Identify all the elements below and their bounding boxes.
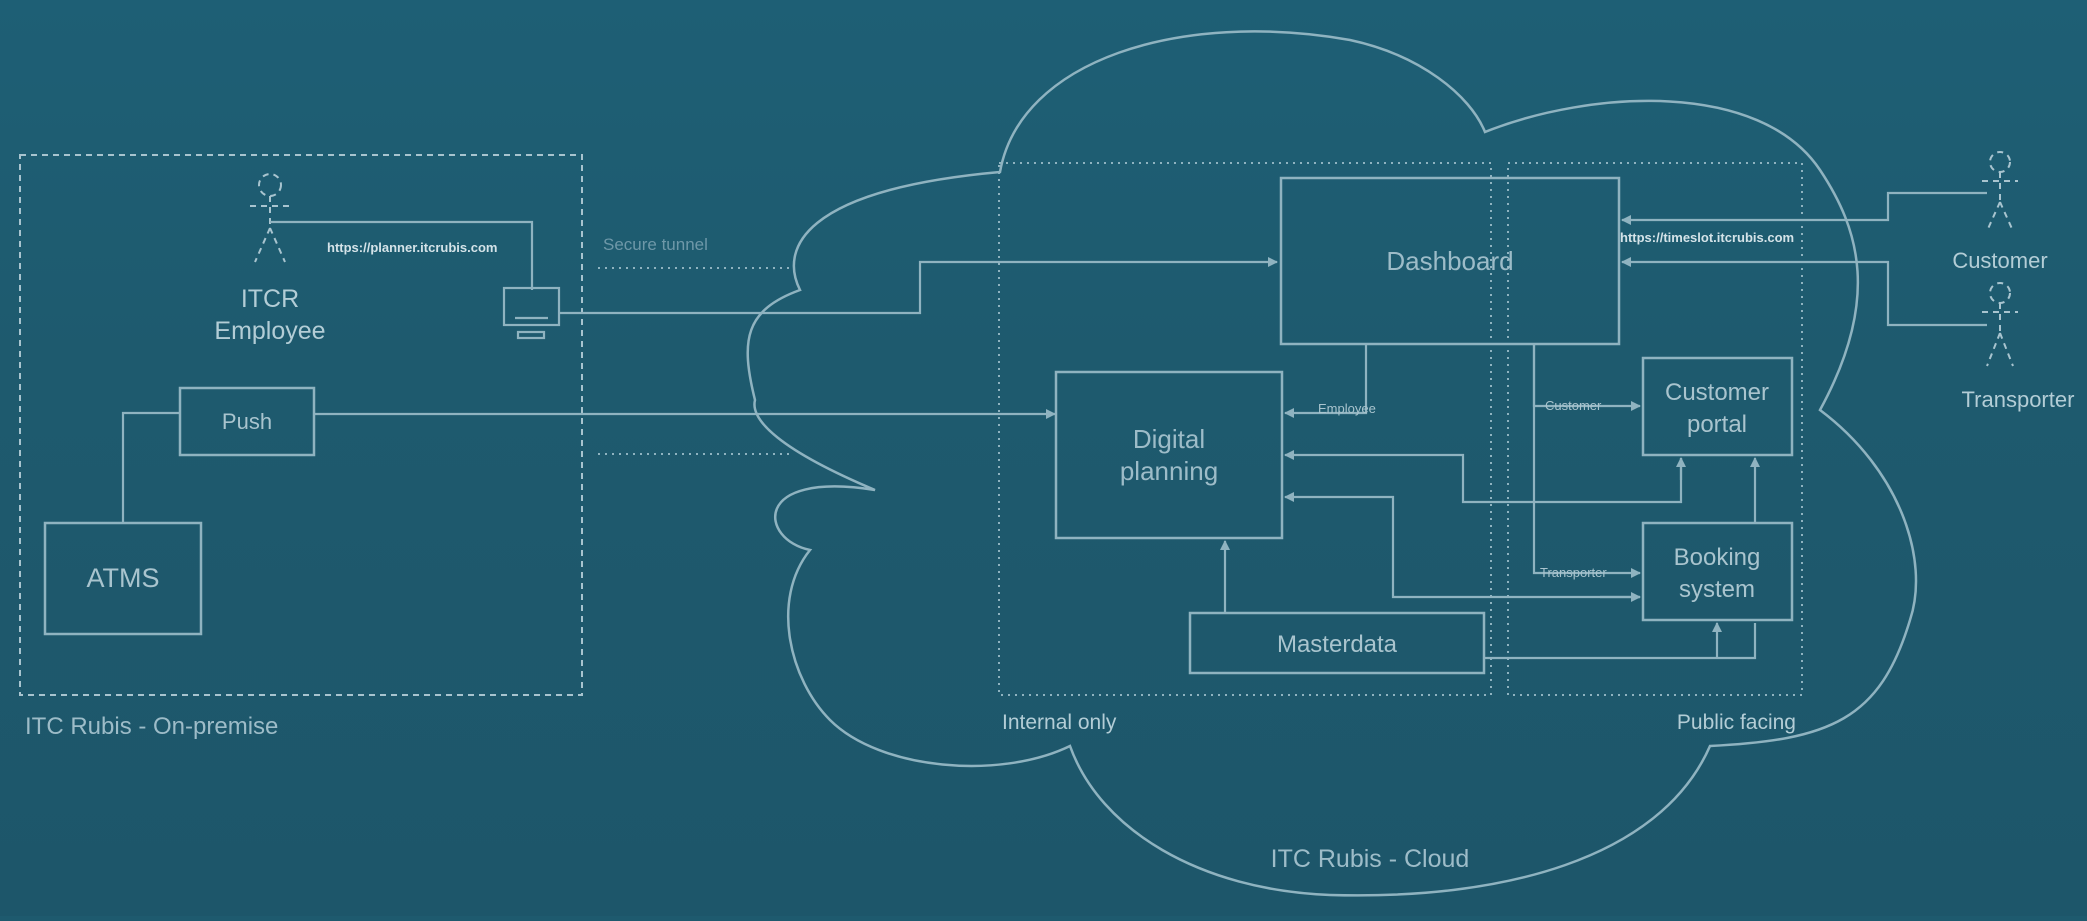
cloud-boundary [746, 30, 1918, 897]
customer-portal-label-line1: Customer [1665, 379, 1769, 406]
cloud-label: ITC Rubis - Cloud [1271, 845, 1470, 873]
push-node[interactable] [178, 386, 316, 457]
employee-edge-label: Employee [1318, 401, 1376, 416]
digital-planning-node[interactable] [1054, 370, 1284, 540]
internal-zone-label: Internal only [1002, 711, 1117, 734]
planner-url-connector [270, 220, 534, 290]
on-premise-label: ITC Rubis - On-premise [25, 713, 278, 740]
transporter-edge-label: Transporter [1540, 565, 1607, 580]
masterdata-booking-connector [1484, 623, 1757, 660]
transporter-actor-icon [1982, 282, 2018, 367]
booking-system-label-line1: Booking [1674, 544, 1761, 571]
customer-dashboard-connector [1621, 191, 1987, 225]
dashboard-booking-connector [1532, 344, 1641, 578]
customer-edge-label: Customer [1545, 398, 1602, 413]
timeslot-url-label: https://timeslot.itcrubis.com [1620, 230, 1794, 245]
employee-actor-label-line2: Employee [214, 317, 325, 345]
employee-actor-icon [250, 173, 290, 263]
transporter-dashboard-connector [1621, 257, 1987, 327]
masterdata-node-label: Masterdata [1277, 631, 1398, 658]
secure-tunnel-label: Secure tunnel [603, 235, 708, 254]
dashboard-portal-connector [1532, 344, 1641, 411]
booking-system-node[interactable] [1641, 521, 1794, 622]
portal-planning-connector [1284, 450, 1683, 504]
public-zone-label: Public facing [1677, 711, 1796, 734]
customer-portal-node[interactable] [1641, 356, 1794, 457]
planner-url-label: https://planner.itcrubis.com [327, 240, 497, 255]
atms-node-label: ATMS [87, 563, 160, 593]
dashboard-node-label: Dashboard [1386, 246, 1513, 276]
booking-planning-connector [1284, 492, 1640, 599]
internal-zone-boundary [998, 162, 1492, 696]
transporter-actor-label: Transporter [1962, 387, 2075, 412]
dashboard-planning-connector [1284, 344, 1368, 418]
customer-actor-icon [1982, 151, 2018, 232]
on-premise-boundary [19, 154, 583, 696]
monitor-icon [502, 286, 561, 340]
public-zone-boundary [1507, 162, 1803, 696]
push-node-label: Push [222, 409, 272, 434]
atms-push-connector [121, 411, 180, 523]
employee-actor-label-line1: ITCR [241, 285, 299, 313]
dashboard-node[interactable] [1279, 176, 1621, 346]
customer-actor-label: Customer [1952, 248, 2047, 273]
monitor-dashboard-connector [560, 257, 1278, 315]
customer-portal-label-line2: portal [1687, 411, 1747, 438]
digital-planning-label-line1: Digital [1133, 424, 1205, 454]
digital-planning-label-line2: planning [1120, 456, 1218, 486]
booking-system-label-line2: system [1679, 576, 1755, 603]
masterdata-node[interactable] [1188, 611, 1486, 675]
